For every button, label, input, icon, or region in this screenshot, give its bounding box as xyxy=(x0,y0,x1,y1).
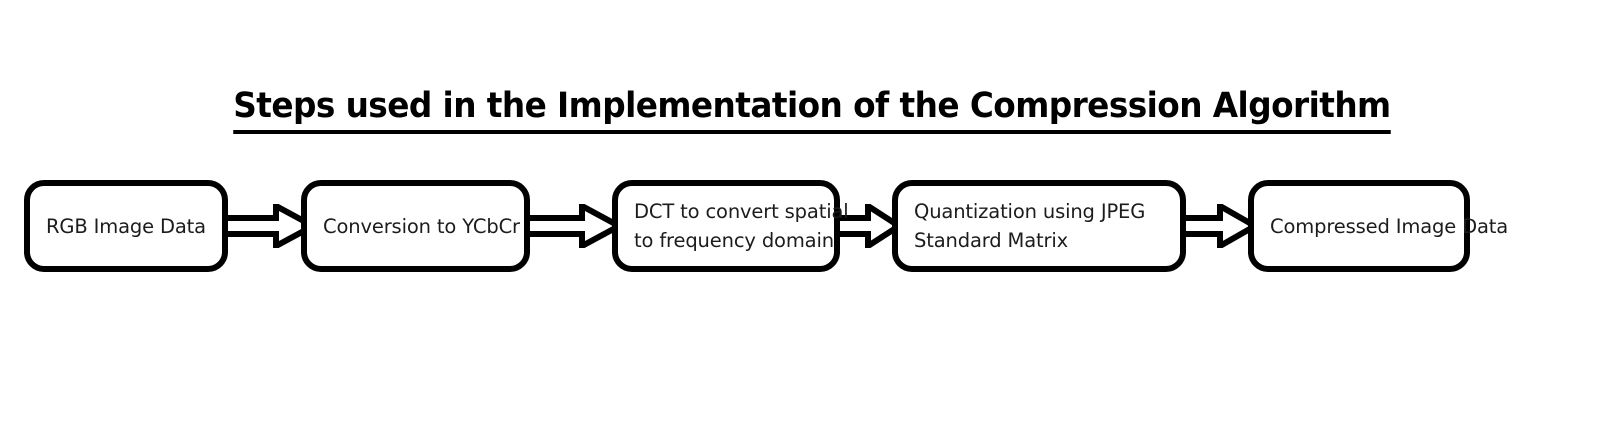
flow-node-label: RGB Image Data xyxy=(46,214,206,238)
flow-node-rgb-image-data[interactable]: RGB Image Data xyxy=(24,180,228,272)
flow-node-label: Compressed Image Data xyxy=(1270,214,1509,238)
flow-node-quantization-jpeg[interactable]: Quantization using JPEG Standard Matrix xyxy=(892,180,1186,272)
flow-arrow-icon xyxy=(1180,204,1256,248)
flow-node-conversion-ycbcr[interactable]: Conversion to YCbCr xyxy=(301,180,530,272)
page-title: Steps used in the Implementation of the … xyxy=(0,84,1624,134)
flow-arrow-icon xyxy=(524,204,620,248)
flow-node-dct-transform[interactable]: DCT to convert spatial to frequency doma… xyxy=(612,180,849,272)
page-title-text: Steps used in the Implementation of the … xyxy=(233,84,1391,134)
flow-node-compressed-image[interactable]: Compressed Image Data xyxy=(1248,180,1508,272)
flow-node-label: Quantization using JPEG Standard Matrix xyxy=(914,200,1146,252)
flow-node-label: Conversion to YCbCr xyxy=(323,214,520,238)
flow-arrow-icon xyxy=(222,204,314,248)
flow-node-label: DCT to convert spatial to frequency doma… xyxy=(634,200,849,252)
